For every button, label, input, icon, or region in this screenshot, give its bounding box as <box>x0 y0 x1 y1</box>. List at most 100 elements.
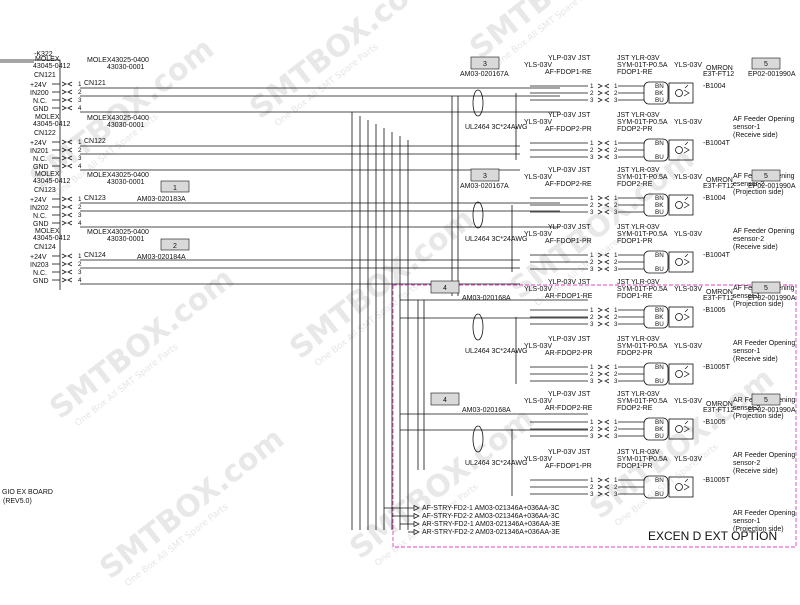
part-code: AM03-020183A <box>137 196 186 203</box>
connector-pin-icon <box>67 81 73 87</box>
pin-number: 1 <box>614 140 618 147</box>
pin-number: 1 <box>590 140 594 147</box>
connector-pin-icon <box>597 371 603 377</box>
connector-spec: SYM-01T-P0.5A <box>617 398 668 405</box>
connector-spec: YLP-03V JST <box>548 55 591 62</box>
photo-sensor-icon <box>675 201 683 209</box>
pin-number: 1 <box>590 307 594 314</box>
connector-pin-icon <box>597 433 603 439</box>
pin-number: 1 <box>78 196 82 203</box>
part-code: AM03-020184A <box>137 254 186 261</box>
sensor-desc: sensor-1 <box>733 124 760 131</box>
sensor-code: -B1004T <box>703 140 731 147</box>
connector-pin-icon <box>604 195 610 201</box>
connector-name: FDOP2-RE <box>617 181 653 188</box>
cable-spec: UL2464 3C*24AWG <box>465 236 527 243</box>
connector-pin-icon <box>597 419 603 425</box>
connector-spec: YLS-03V <box>674 286 702 293</box>
connector-mfr: MOLEX <box>35 228 60 235</box>
connector-pin-icon <box>597 195 603 201</box>
connector-name: AR-FDOP2-PR <box>545 350 592 357</box>
connector-pin-icon <box>67 105 73 111</box>
connector-pin-icon <box>61 147 67 153</box>
pin-label-gnd: GND <box>33 221 49 228</box>
connector-spec: JST YLR-03V <box>617 279 660 286</box>
pin-number: 2 <box>590 202 594 209</box>
connector-pin-icon <box>604 259 610 265</box>
pin-label-nc: N.C. <box>33 213 47 220</box>
connector-name: FDOP2-RE <box>617 405 653 412</box>
sensor-desc: AR Feeder Opening <box>733 340 795 347</box>
connector-spec: YLS-03V <box>674 231 702 238</box>
pin-number: 2 <box>590 259 594 266</box>
wire-color-label: BN <box>655 252 664 259</box>
connector-name: AF-FDOP1-RE <box>545 69 592 76</box>
pin-number: 2 <box>614 484 618 491</box>
connector-pin-icon <box>604 364 610 370</box>
sensor-body <box>668 418 694 440</box>
wire-terminal-box <box>643 475 669 499</box>
connector-spec: JST YLR-03V <box>617 167 660 174</box>
connector-spec: SYM-01T-P0.5A <box>617 174 668 181</box>
connector-cn: CN121 <box>34 72 56 79</box>
connector-spec: YLS-03V <box>524 456 552 463</box>
sensor-code: -B1004 <box>703 195 726 202</box>
cable-cn: CN121 <box>84 80 106 87</box>
connector-pin-icon <box>67 269 73 275</box>
board-name: GIO EX BOARD <box>2 489 53 496</box>
connector-name: FDOP1-RE <box>617 293 653 300</box>
pin-number: 3 <box>614 433 618 440</box>
connector-spec: SYM-01T-P0.5A <box>617 286 668 293</box>
wire-color-label: BU <box>655 433 664 440</box>
pin-number: 3 <box>590 154 594 161</box>
connector-pin-icon <box>604 140 610 146</box>
cable-spec: UL2464 3C*24AWG <box>465 348 527 355</box>
connector-cn: CN123 <box>34 187 56 194</box>
connector-pin-icon <box>604 477 610 483</box>
group-number-box <box>470 56 500 70</box>
connector-pin-icon <box>67 97 73 103</box>
pin-number: 1 <box>614 419 618 426</box>
connector-name: AF-FDOP1-PR <box>545 463 592 470</box>
option-border <box>392 284 797 548</box>
sensor-body <box>668 194 694 216</box>
sensor-body <box>668 476 694 498</box>
sensor-desc: (Receive side) <box>733 356 778 363</box>
pin-number: 3 <box>614 491 618 498</box>
connector-pin-icon <box>61 155 67 161</box>
connector-pin-icon <box>597 378 603 384</box>
connector-pin-icon <box>597 154 603 160</box>
cable-cn: CN124 <box>84 252 106 259</box>
connector-pin-icon <box>604 419 610 425</box>
pin-number: 4 <box>78 163 82 170</box>
sensor-code: -B1004T <box>703 252 731 259</box>
connector-pin-icon <box>67 277 73 283</box>
sensor-part-number: 5 <box>764 285 768 292</box>
connector-spec: JST YLR-03V <box>617 55 660 62</box>
connector-pin-icon <box>61 163 67 169</box>
cable-mfr: MOLEX43025-0400 <box>87 115 149 122</box>
pin-number: 3 <box>614 321 618 328</box>
board-rev: (REV5.0) <box>3 498 32 505</box>
wire-color-label: BN <box>655 477 664 484</box>
connector-pin-icon <box>61 253 67 259</box>
pin-label-nc: N.C. <box>33 270 47 277</box>
sensor-code: -B1005 <box>703 419 726 426</box>
group-number: 3 <box>483 61 487 68</box>
sensor-desc: AF Feeder Opening <box>733 228 795 235</box>
connector-part: 43045-0412 <box>33 235 70 242</box>
pin-number: 3 <box>78 212 82 219</box>
photo-sensor-icon <box>675 483 683 491</box>
sensor-part-code: EP02-001990A <box>748 407 796 414</box>
connector-pin-icon <box>604 321 610 327</box>
light-arrow-icon <box>683 308 690 321</box>
connector-pin-icon <box>604 491 610 497</box>
group-number: 4 <box>443 285 447 292</box>
wire-terminal-box <box>643 250 669 274</box>
connector-spec: YLP-03V JST <box>548 391 591 398</box>
connector-pin-icon <box>597 364 603 370</box>
pin-number: 2 <box>614 90 618 97</box>
connector-spec: YLS-03V <box>524 119 552 126</box>
sensor-desc: sensor-1 <box>733 293 760 300</box>
